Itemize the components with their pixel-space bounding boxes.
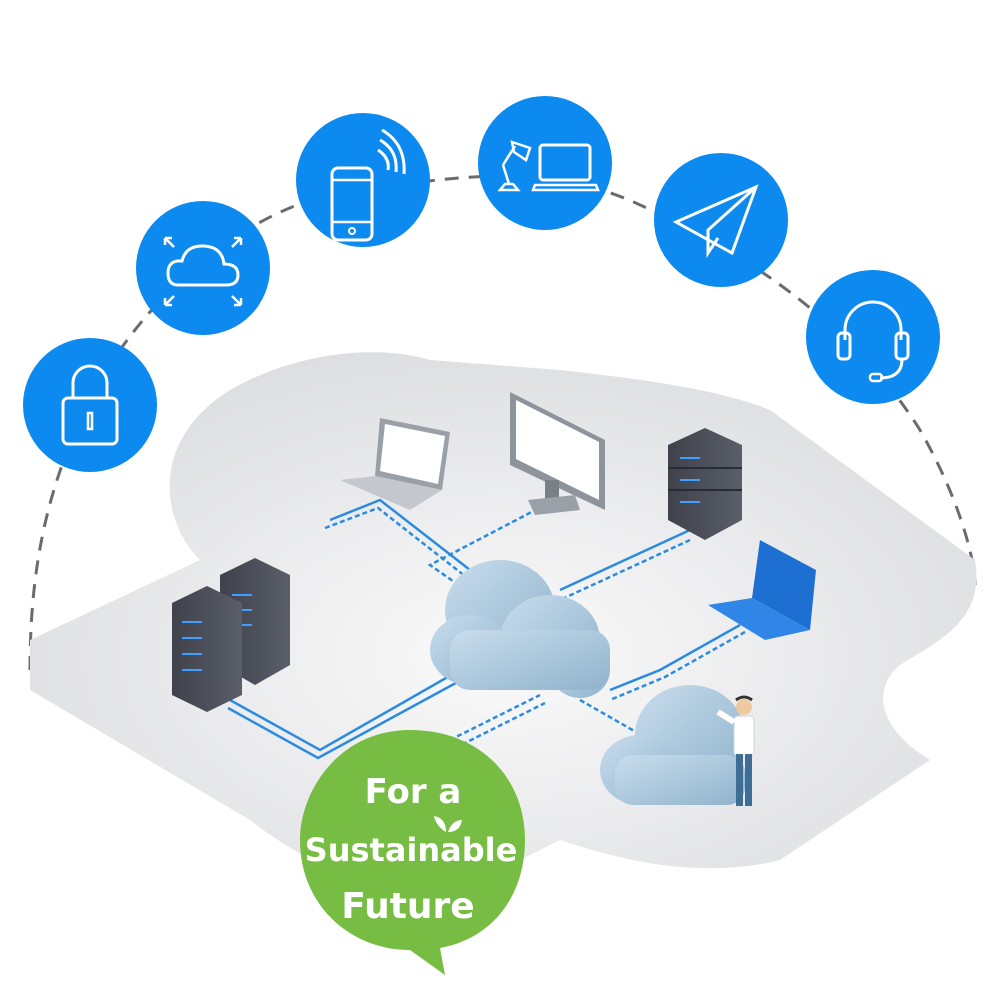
desktop-monitor: [510, 392, 605, 515]
cloud-expand-icon: [136, 201, 270, 335]
smartphone-wifi-icon: [296, 113, 430, 247]
badge-line-2: Sustainable: [305, 831, 518, 869]
person-figure: [716, 695, 755, 806]
headset-icon: [806, 270, 940, 404]
padlock-icon: [23, 338, 157, 472]
side-cloud: [600, 685, 745, 805]
server-tower-front: [172, 586, 242, 712]
laptop-silver: [340, 418, 450, 510]
server-stack-right: [668, 428, 742, 540]
desk-lamp-laptop-icon: [478, 96, 612, 230]
laptop-blue: [708, 540, 816, 640]
badge-line-1: For a: [365, 772, 462, 812]
paper-plane-icon: [654, 153, 788, 287]
badge-line-3: Future: [341, 886, 474, 927]
central-cloud: [430, 560, 610, 698]
sustainable-future-badge: For a Sustainable Future: [300, 730, 525, 975]
leaf-icon: [434, 816, 462, 832]
